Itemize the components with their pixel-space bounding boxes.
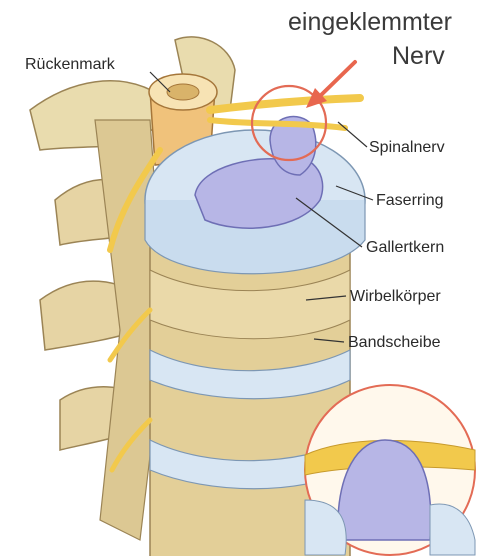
inset-detail bbox=[305, 385, 475, 555]
label-wirbelkoerper: Wirbelkörper bbox=[350, 289, 441, 305]
label-faserring: Faserring bbox=[376, 193, 444, 209]
label-gallertkern: Gallertkern bbox=[366, 240, 444, 256]
label-bandscheibe: Bandscheibe bbox=[348, 335, 441, 351]
figure-title-line2: Nerv bbox=[392, 44, 445, 69]
label-rueckenmark: Rückenmark bbox=[25, 57, 115, 73]
label-spinalnerv: Spinalnerv bbox=[369, 140, 445, 156]
figure-title-line1: eingeklemmter bbox=[288, 10, 452, 35]
